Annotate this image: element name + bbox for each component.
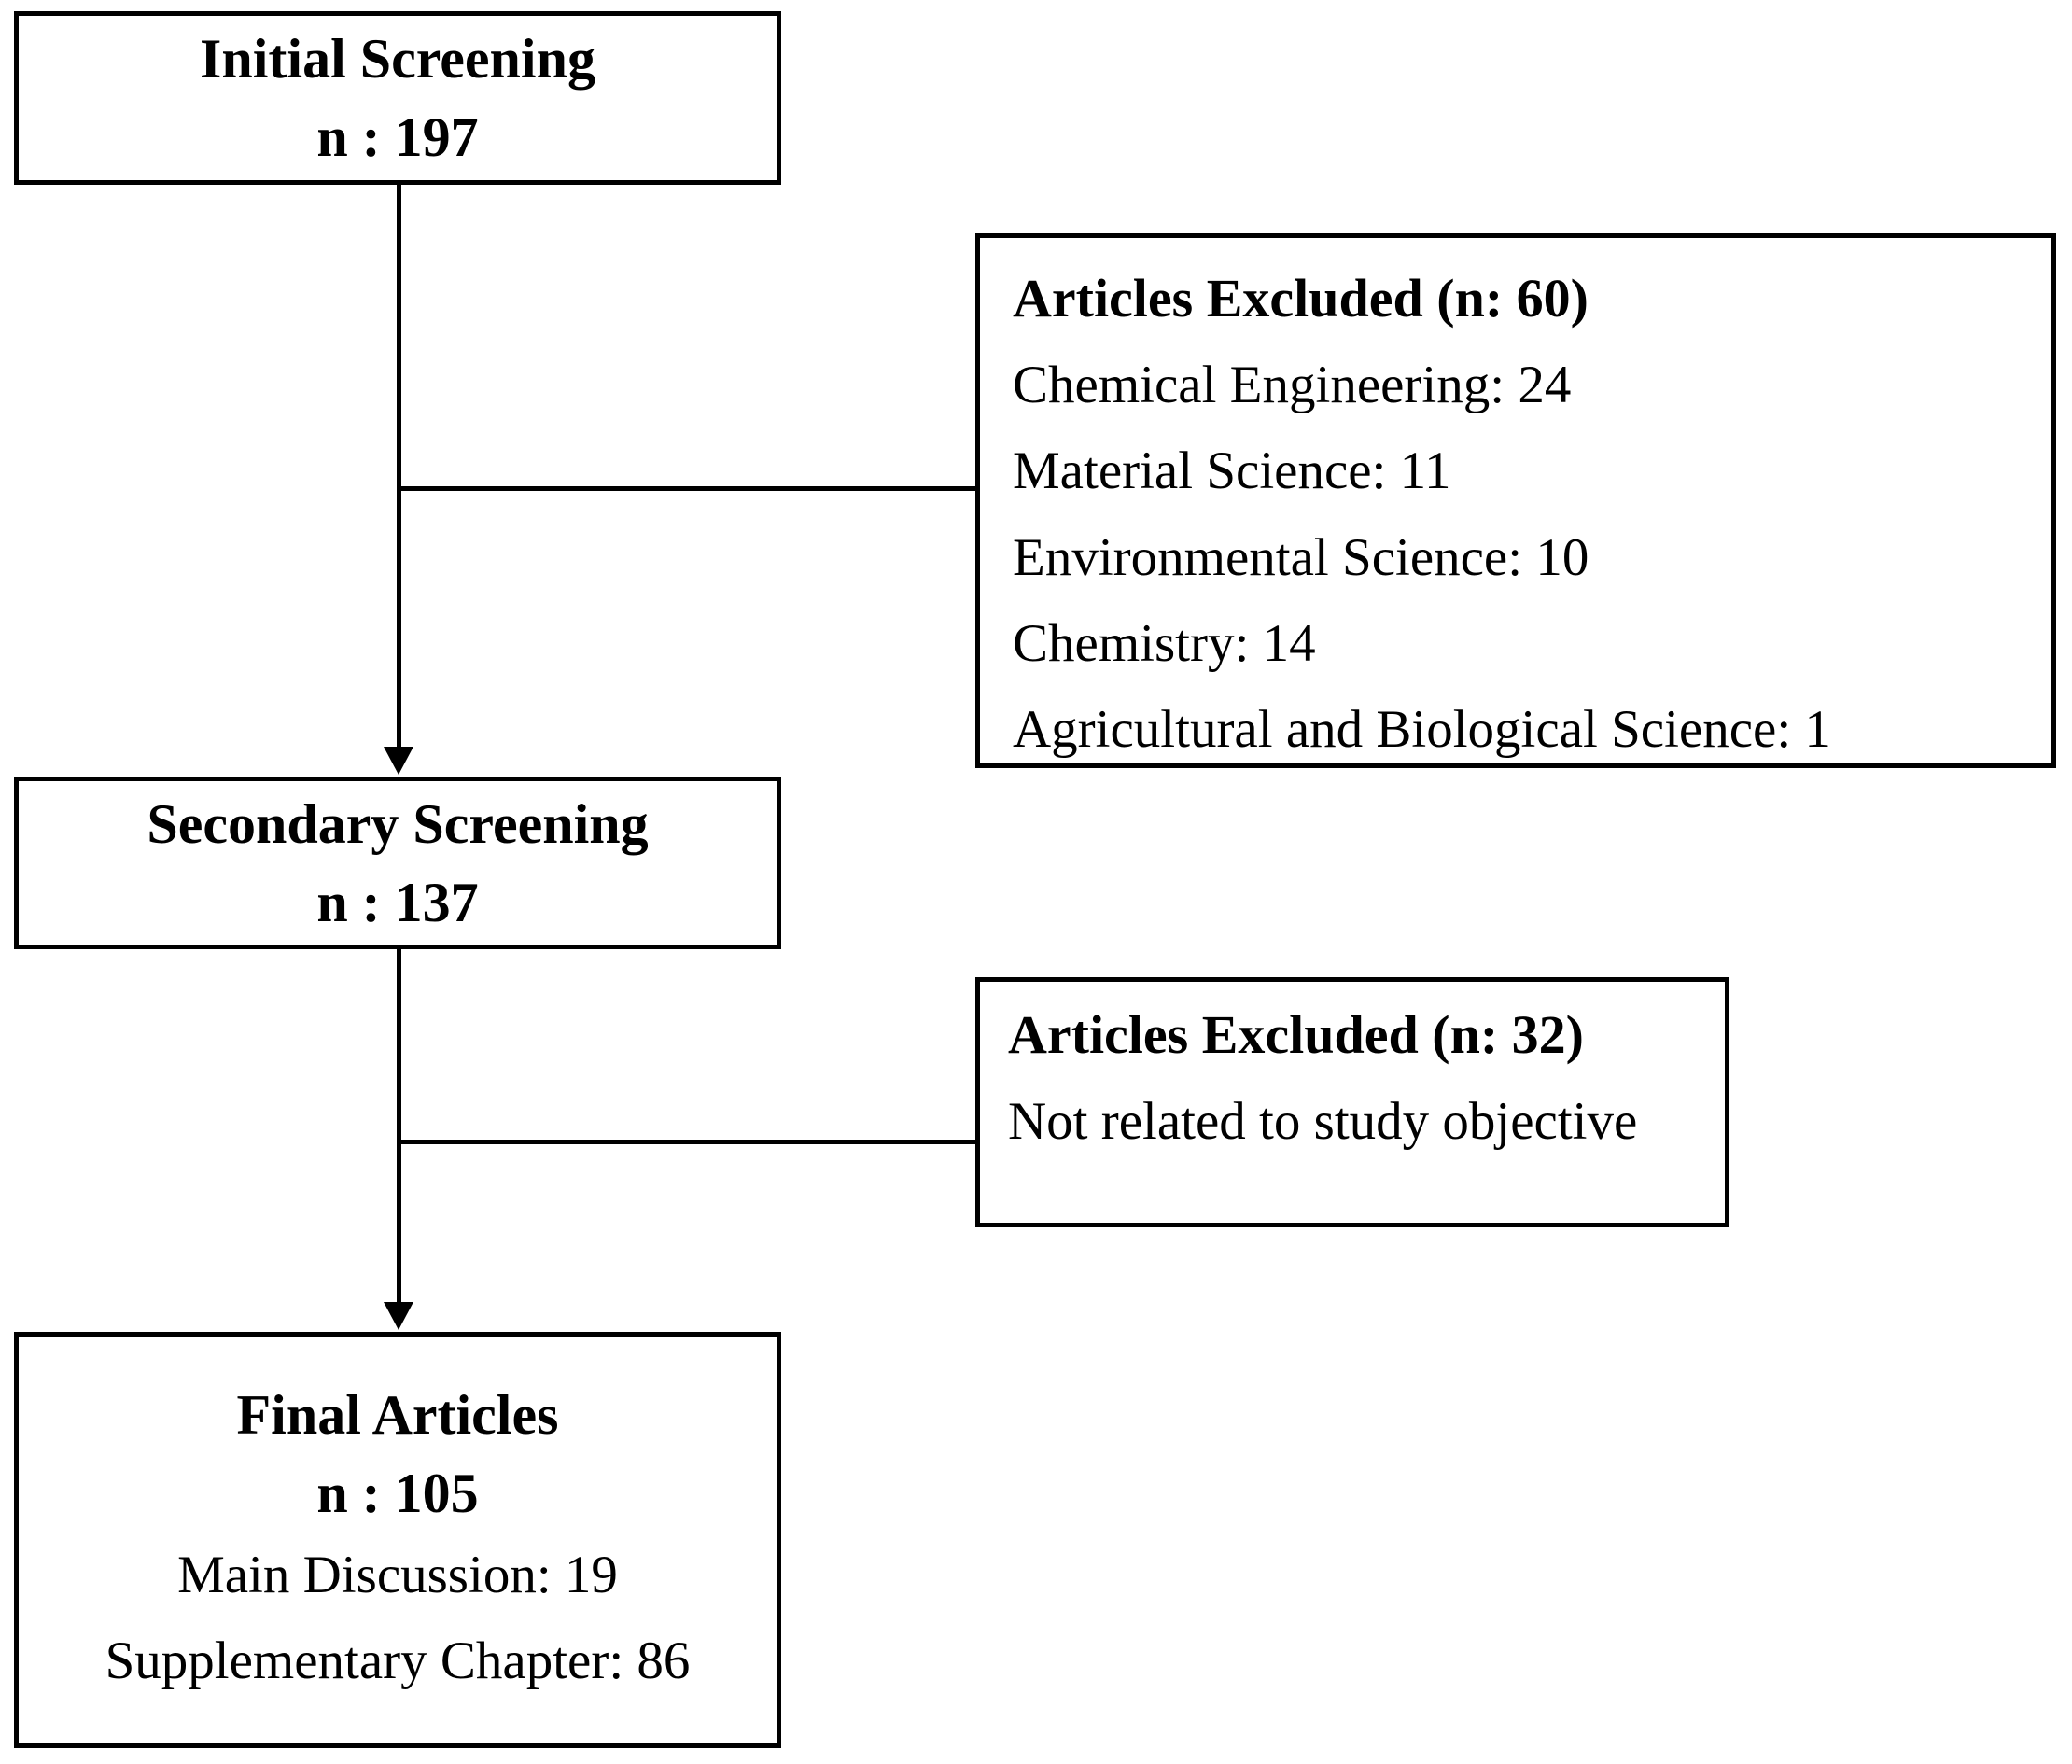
excluded-secondary-title: Articles Excluded (n: 32) <box>1008 1004 1584 1065</box>
excluded-initial-box: Articles Excluded (n: 60) Chemical Engin… <box>975 233 2056 768</box>
excluded-secondary-reason: Not related to study objective <box>1008 1091 1638 1151</box>
secondary-screening-count: n : 137 <box>316 871 479 933</box>
final-breakdown-line: Supplementary Chapter: 86 <box>105 1631 691 1690</box>
final-articles-count: n : 105 <box>316 1462 479 1524</box>
secondary-screening-box: Secondary Screening n : 137 <box>14 777 781 949</box>
initial-screening-title: Initial Screening <box>200 28 595 90</box>
initial-screening-count: n : 197 <box>316 106 479 168</box>
connector-initial-to-secondary <box>397 185 401 749</box>
final-breakdown-line: Main Discussion: 19 <box>177 1545 618 1604</box>
excluded-reason: Agricultural and Biological Science: 1 <box>1013 700 1831 760</box>
branch-to-excluded-initial <box>399 486 975 491</box>
final-articles-title: Final Articles <box>236 1383 559 1446</box>
excluded-secondary-box: Articles Excluded (n: 32) Not related to… <box>975 977 1729 1227</box>
down-arrowhead-secondary <box>384 747 413 775</box>
branch-to-excluded-secondary <box>399 1140 975 1144</box>
excluded-reason: Material Science: 11 <box>1013 441 1451 501</box>
excluded-reason: Chemistry: 14 <box>1013 613 1316 673</box>
connector-secondary-to-final <box>397 949 401 1304</box>
down-arrowhead-final <box>384 1302 413 1330</box>
excluded-reason: Chemical Engineering: 24 <box>1013 355 1572 414</box>
initial-screening-box: Initial Screening n : 197 <box>14 11 781 185</box>
final-articles-box: Final Articles n : 105 Main Discussion: … <box>14 1332 781 1748</box>
secondary-screening-title: Secondary Screening <box>147 792 649 855</box>
excluded-initial-title: Articles Excluded (n: 60) <box>1013 268 1589 329</box>
excluded-reason: Environmental Science: 10 <box>1013 527 1589 587</box>
